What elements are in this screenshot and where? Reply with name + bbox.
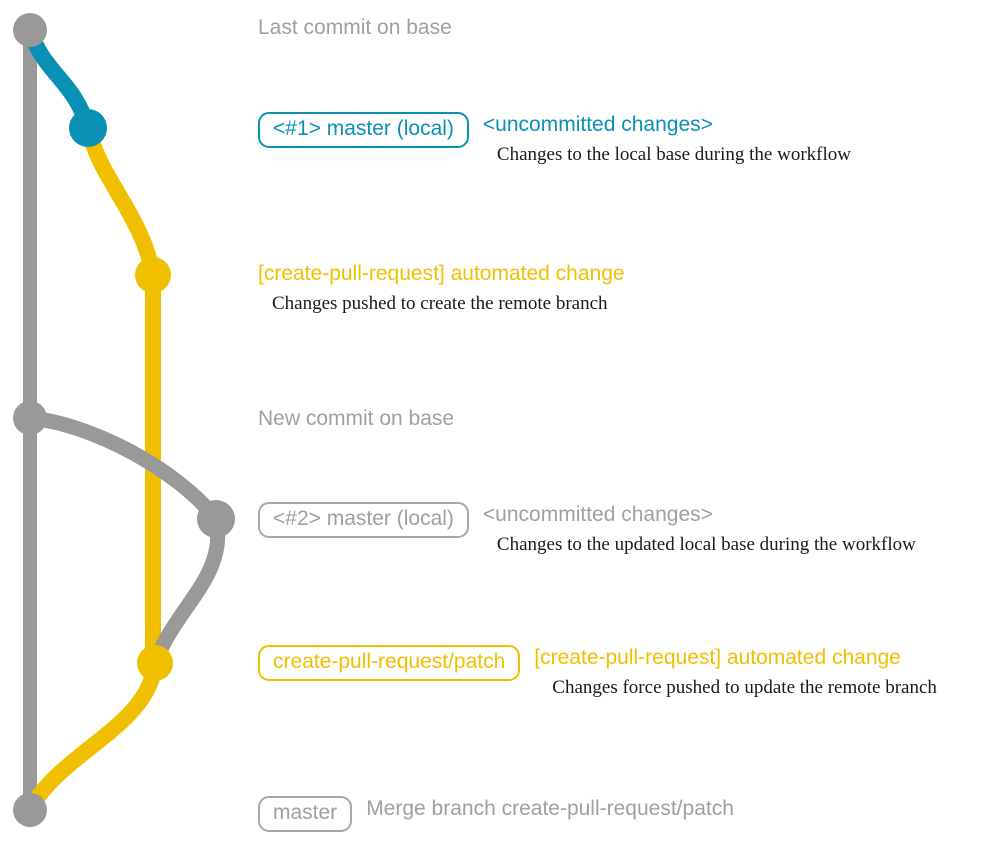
commit-node-base-last: [13, 13, 47, 47]
entry-local-commit-2: <#2> master (local) <uncommitted changes…: [258, 502, 916, 556]
entry-merge-commit: master Merge branch create-pull-request/…: [258, 796, 734, 832]
commit-node-base-merge: [13, 793, 47, 827]
local-branch-line-2: [22, 410, 224, 527]
commit-node-base-new: [13, 401, 47, 435]
entry-headline: <uncommitted changes>: [482, 113, 713, 136]
remote-branch-line: [80, 120, 161, 671]
branch-pill-local-2[interactable]: <#2> master (local): [258, 502, 469, 538]
entry-local-commit-1: <#1> master (local) <uncommitted changes…: [258, 112, 851, 166]
entry-headline: [create-pull-request] automated change: [534, 646, 901, 669]
merge-line: [22, 655, 163, 818]
entry-headline: Last commit on base: [258, 16, 452, 39]
entry-headline: [create-pull-request] automated change: [258, 262, 625, 285]
local-to-remote-line-2: [147, 511, 226, 671]
branch-pill-local-1[interactable]: <#1> master (local): [258, 112, 469, 148]
entry-headline: Merge branch create-pull-request/patch: [366, 797, 734, 820]
commit-node-local-1: [69, 109, 107, 147]
entry-subline: Changes force pushed to update the remot…: [552, 677, 937, 698]
commit-node-local-2: [197, 500, 235, 538]
entry-remote-commit-1: [create-pull-request] automated change C…: [258, 261, 625, 315]
entry-remote-commit-2: create-pull-request/patch [create-pull-r…: [258, 645, 937, 699]
branch-pill-master[interactable]: master: [258, 796, 353, 832]
commit-node-remote-2: [137, 645, 173, 681]
entry-subline: Changes to the updated local base during…: [496, 534, 916, 555]
branch-pill-remote-2[interactable]: create-pull-request/patch: [258, 645, 521, 681]
entry-new-commit-on-base: New commit on base: [258, 406, 454, 432]
entry-headline: New commit on base: [258, 407, 455, 430]
commit-node-remote-1: [135, 257, 171, 293]
entry-subline: Changes pushed to create the remote bran…: [272, 293, 608, 314]
entry-subline: Changes to the local base during the wor…: [496, 144, 851, 165]
entry-last-commit-on-base: Last commit on base: [258, 15, 452, 41]
entry-headline: <uncommitted changes>: [482, 503, 713, 526]
